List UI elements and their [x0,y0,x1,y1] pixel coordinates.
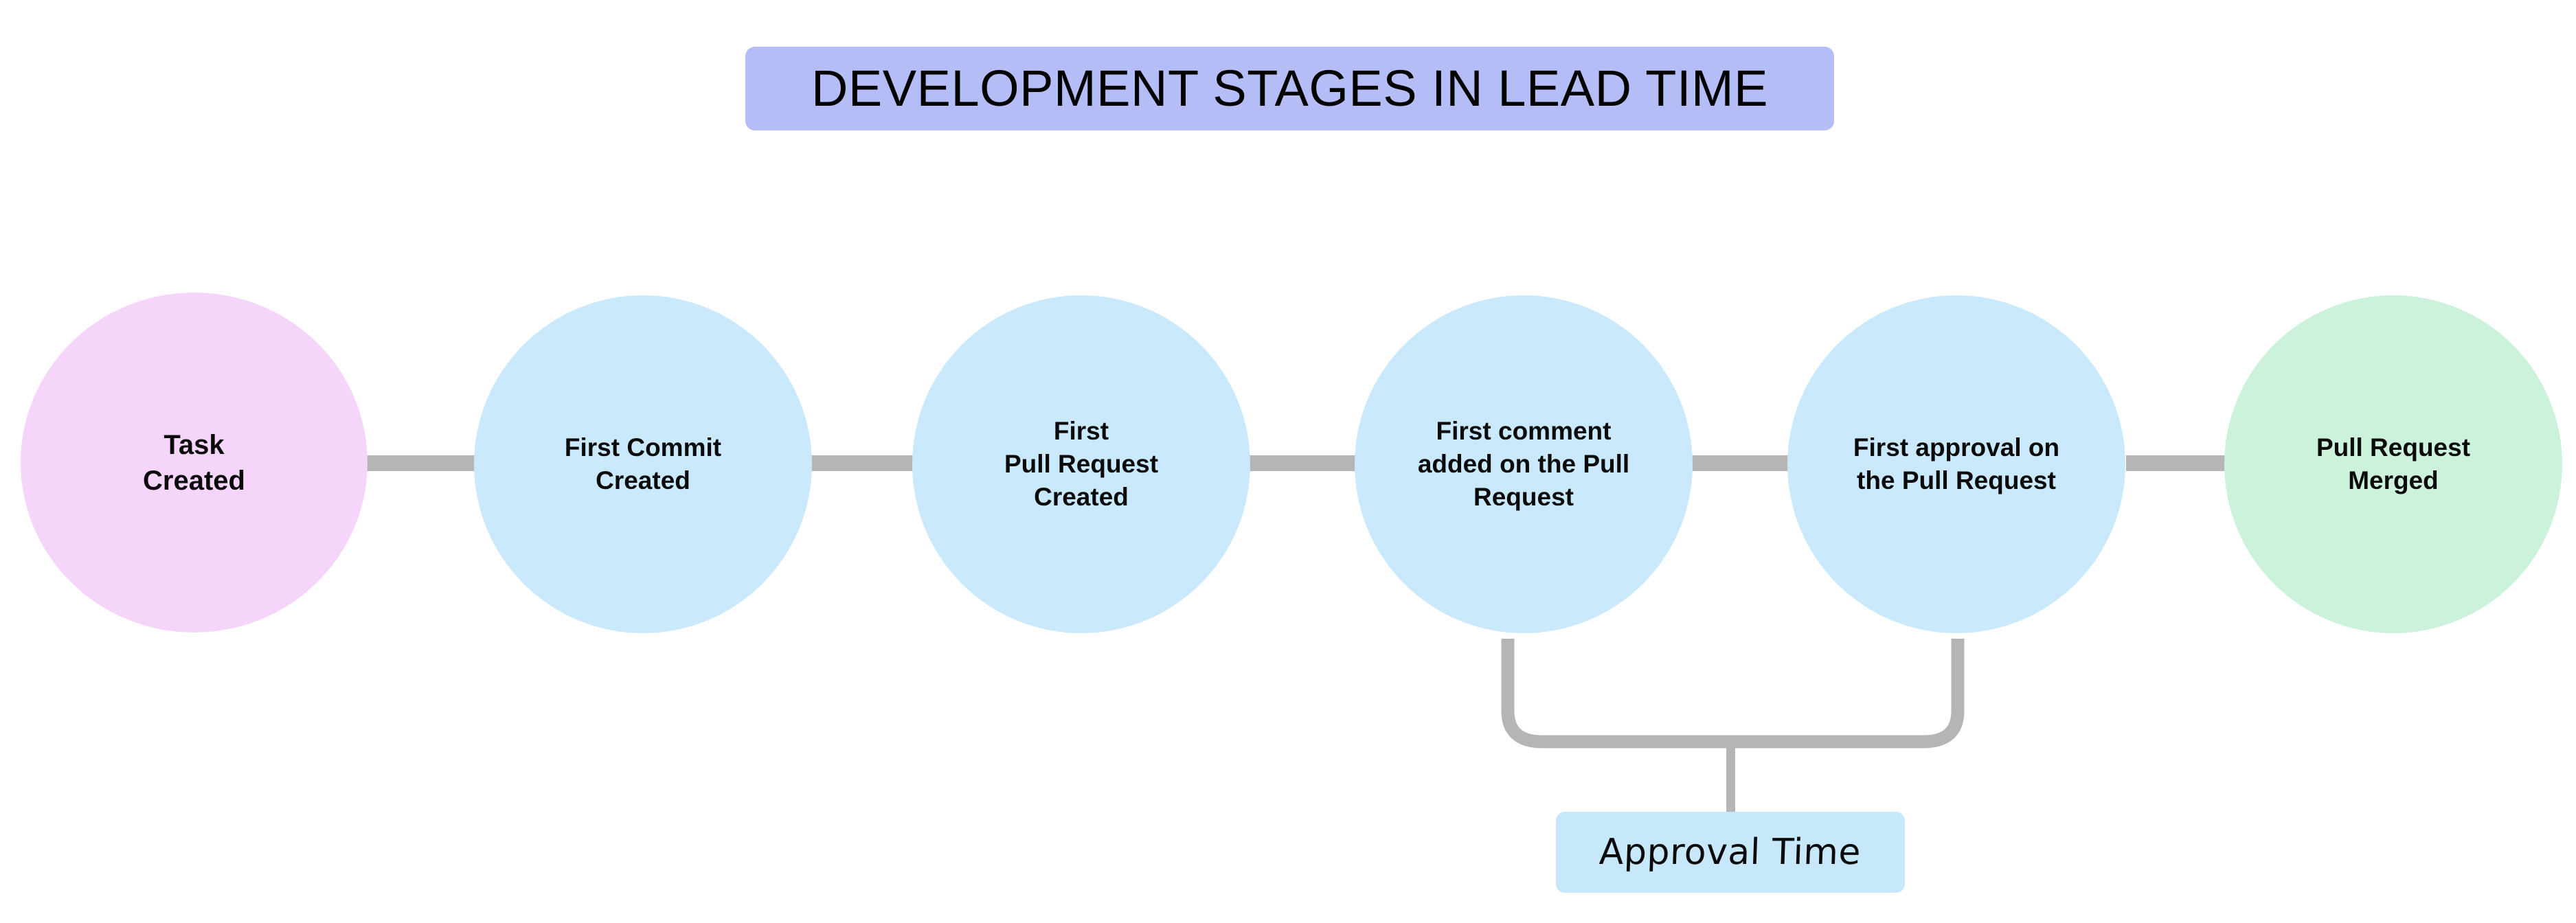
stage-label-first-approval-on-pull-request: First approval on the Pull Request [1853,433,2060,494]
stage-node-first-commit-created[interactable]: First Commit Created [474,295,812,633]
stage-node-first-approval-on-pull-request[interactable]: First approval on the Pull Request [1787,295,2125,633]
approval-time-label: Approval Time [1598,832,1862,873]
approval-time-stem [1726,742,1735,816]
stage-node-first-pull-request-created[interactable]: First Pull Request Created [912,295,1250,633]
stage-label-first-comment-on-pull-request: First comment added on the Pull Request [1417,416,1630,512]
approval-time-bracket [1501,639,1965,749]
approval-time-annotation[interactable]: Approval Time [1556,812,1905,893]
stage-label-pull-request-merged: Pull Request Merged [2316,433,2471,494]
diagram-title-banner: DEVELOPMENT STAGES IN LEAD TIME [745,47,1834,130]
link-1-2 [362,455,482,471]
stage-node-first-comment-on-pull-request[interactable]: First comment added on the Pull Request [1355,295,1693,633]
link-2-3 [811,455,920,471]
stage-label-task-created: Task Created [143,429,245,496]
stage-node-task-created[interactable]: Task Created [21,293,368,633]
stage-label-first-commit-created: First Commit Created [564,433,722,494]
stage-label-first-pull-request-created: First Pull Request Created [1004,416,1159,512]
page-title: DEVELOPMENT STAGES IN LEAD TIME [811,60,1769,117]
stage-node-pull-request-merged[interactable]: Pull Request Merged [2224,295,2562,633]
link-3-4 [1240,455,1364,471]
